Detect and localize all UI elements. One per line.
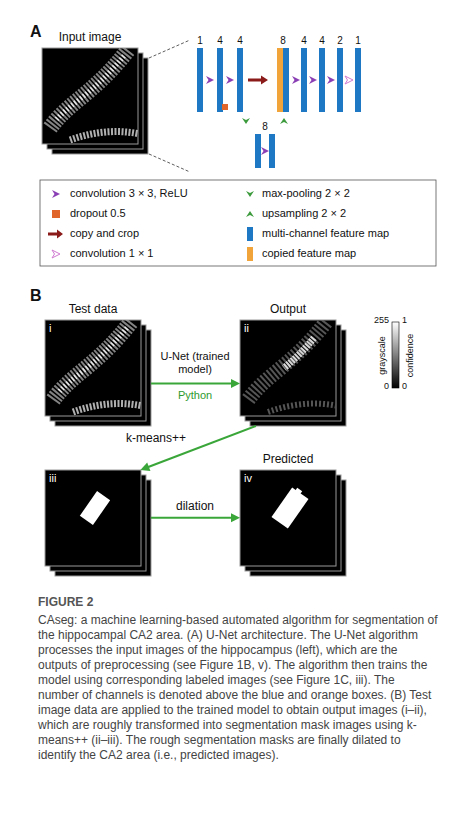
hippocampus-image	[42, 48, 140, 144]
legend-text: dropout 0.5	[70, 207, 126, 220]
channel-number: 4	[237, 35, 243, 47]
predicted-image	[240, 470, 336, 566]
panel-heading: Test data	[69, 302, 118, 316]
conv-arrow	[309, 76, 317, 84]
panel-heading: Predicted	[263, 452, 314, 466]
feature-map-bar	[355, 48, 361, 112]
mask-image	[45, 470, 141, 566]
image-panel: Input image	[42, 48, 148, 154]
conv-arrow	[292, 76, 300, 84]
upsample-mark	[280, 118, 288, 124]
zoom-line	[149, 154, 190, 172]
output-image	[240, 320, 338, 416]
feature-map-bar	[237, 48, 243, 112]
test-image	[45, 320, 143, 416]
feature-map-bar	[255, 134, 261, 168]
arrow-line	[151, 517, 233, 519]
feature-map-bar	[269, 134, 275, 168]
legend-text: multi-channel feature map	[262, 227, 389, 240]
figure-number: FIGURE 2	[38, 595, 93, 609]
arrow-label: dilation	[152, 499, 238, 513]
conv-arrow	[327, 76, 335, 84]
panel-letter: A	[30, 22, 42, 41]
panel-letter: B	[30, 286, 42, 305]
panel-number: i	[49, 322, 51, 335]
image-panel: Test datai	[45, 320, 151, 426]
channel-number: 4	[319, 35, 325, 47]
maxpool-mark	[242, 118, 250, 124]
arrowhead	[140, 463, 150, 471]
image-panel: Outputii	[240, 320, 346, 426]
panel-number: iv	[244, 472, 252, 485]
legend-swatch	[247, 247, 253, 261]
feature-map-bar	[319, 48, 325, 112]
flow-arrow	[151, 513, 240, 522]
conv1-arrow	[345, 76, 353, 84]
flow-arrow	[151, 379, 240, 388]
feature-map-bar	[337, 48, 343, 112]
channel-number: 4	[301, 35, 307, 47]
legend-text: copied feature map	[262, 247, 356, 260]
dropout-mark	[222, 104, 228, 110]
panel-heading: Output	[270, 302, 306, 316]
legend-swatch	[247, 227, 253, 241]
colorbar	[392, 322, 399, 388]
arrow-line	[151, 383, 233, 385]
arrowhead	[231, 379, 240, 388]
legend-copy-symbol	[48, 230, 63, 239]
scale-value: 0	[402, 381, 407, 392]
legend-conv1-symbol	[52, 250, 60, 258]
legend-upsample-symbol	[246, 211, 254, 217]
legend-maxpool-symbol	[246, 191, 254, 197]
zoom-line	[149, 40, 190, 58]
scale-value: 1	[402, 315, 407, 326]
image-panel: iii	[45, 470, 151, 576]
channel-number: 4	[217, 35, 223, 47]
channel-number: 1	[197, 35, 203, 47]
panel-number: iii	[49, 472, 56, 485]
feature-map-bar	[197, 48, 203, 112]
tool-label: Python	[178, 389, 212, 402]
figure-caption: CAseg: a machine learning-based automate…	[38, 613, 438, 763]
conv-arrow	[261, 147, 269, 155]
legend-text: upsampling 2 × 2	[262, 207, 346, 220]
arrow-label: k-means++	[110, 431, 186, 445]
conv-arrow	[206, 76, 214, 84]
image-panel: Predictediv	[240, 470, 346, 576]
legend-conv-symbol	[52, 190, 60, 198]
scale-value: 0	[384, 381, 389, 392]
channel-number: 8	[262, 121, 268, 133]
copied-bar	[277, 48, 283, 112]
scale-title: grayscale	[377, 336, 388, 375]
scale-value: 255	[374, 315, 389, 326]
panel-number: ii	[244, 322, 249, 335]
channel-number: 8	[280, 35, 286, 47]
scale-title: confidence	[405, 333, 416, 377]
feature-map-bar	[217, 48, 223, 112]
arrowhead	[231, 513, 240, 522]
legend-text: convolution 3 × 3, ReLU	[70, 187, 188, 200]
channel-number: 1	[355, 35, 361, 47]
arrow-label: U-Net (trained model)	[152, 350, 238, 376]
channel-number: 2	[337, 35, 343, 47]
conv-arrow	[226, 76, 234, 84]
legend-text: max-pooling 2 × 2	[262, 187, 350, 200]
copy-arrow	[248, 76, 268, 85]
legend-text: copy and crop	[70, 227, 139, 240]
feature-map-bar	[301, 48, 307, 112]
legend-swatch	[52, 210, 60, 218]
feature-map-bar	[283, 48, 289, 112]
legend-box	[40, 180, 436, 266]
legend-text: convolution 1 × 1	[70, 247, 153, 260]
panel-heading: Input image	[59, 30, 122, 44]
